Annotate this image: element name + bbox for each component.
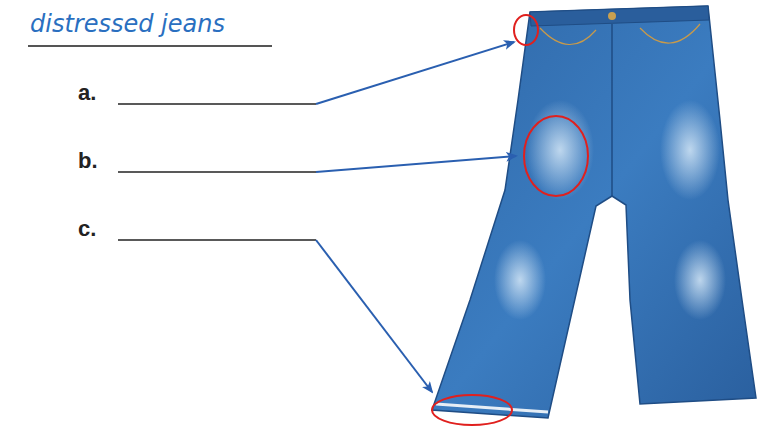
answer-line	[118, 103, 316, 105]
highlight-circle	[514, 15, 538, 45]
item-letter: b.	[78, 148, 98, 174]
worksheet-title: distressed jeans	[30, 10, 225, 38]
highlight-circle	[432, 395, 512, 425]
item-letter: c.	[78, 216, 96, 242]
answer-line	[118, 171, 316, 173]
leader-arrow	[316, 42, 514, 104]
highlight-circle	[524, 116, 588, 196]
frayed-hem	[436, 404, 548, 412]
waistband	[530, 6, 709, 26]
faded-patch	[660, 100, 720, 200]
faded-patch	[526, 100, 594, 200]
fly-seam	[611, 24, 613, 196]
pocket-stitch	[640, 24, 700, 43]
leader-arrow	[316, 240, 432, 392]
item-letter: a.	[78, 80, 96, 106]
pocket-stitch	[540, 28, 596, 45]
faded-patch	[674, 240, 726, 320]
leader-arrow	[316, 156, 516, 172]
button	[608, 12, 616, 20]
answer-line	[118, 239, 316, 241]
faded-patch	[494, 240, 546, 320]
title-underline	[28, 45, 272, 47]
jeans	[432, 6, 756, 418]
